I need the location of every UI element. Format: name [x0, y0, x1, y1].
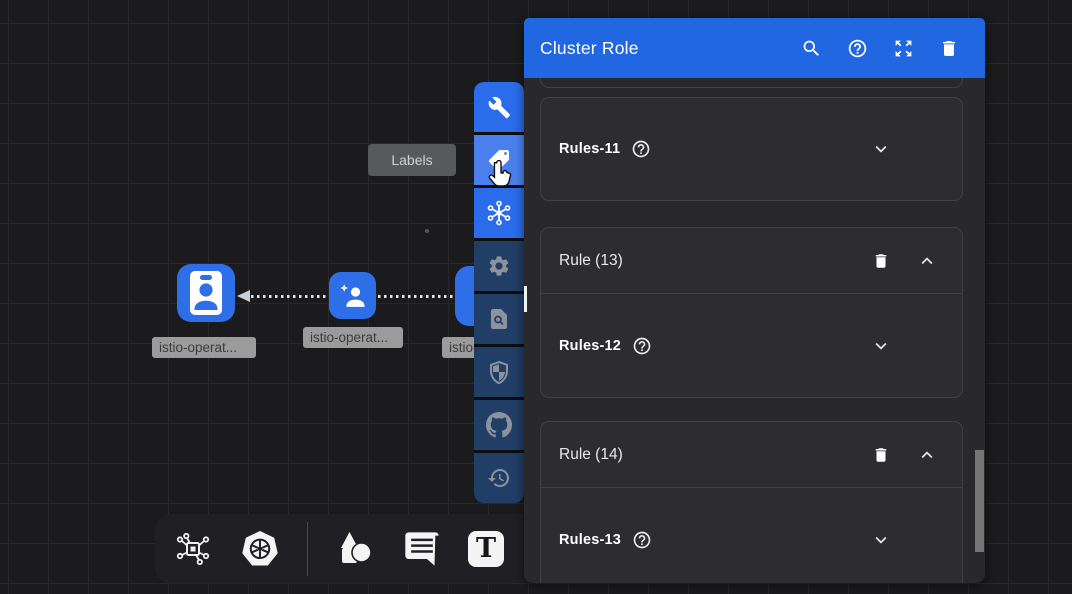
edge-node3-node2[interactable]	[378, 295, 456, 298]
trash-icon	[875, 447, 887, 462]
github-tool-button[interactable]	[474, 400, 524, 450]
settings-gear-icon	[489, 256, 509, 276]
history-tool-button[interactable]	[474, 453, 524, 503]
kubernetes-tool-button[interactable]	[239, 528, 281, 570]
trash-icon	[943, 40, 955, 56]
search-button[interactable]	[801, 38, 822, 59]
rule-13-header[interactable]: Rule (13)	[541, 228, 962, 294]
user-star-icon	[339, 283, 364, 307]
id-badge-icon	[190, 271, 222, 315]
panel-content: Rules-11 Rule (13)	[524, 78, 985, 583]
shield-icon	[490, 360, 508, 384]
rules-label: Rules-11	[559, 141, 621, 157]
rule-13-card: Rule (13) Rules-12	[540, 227, 963, 398]
text-tool-button[interactable]: T	[468, 530, 504, 567]
history-icon	[488, 469, 509, 487]
rules-label: Rules-12	[559, 338, 622, 354]
shapes-icon	[341, 531, 372, 563]
settings-tool-button[interactable]	[474, 241, 524, 291]
shapes-tool-button[interactable]	[334, 528, 376, 570]
panel-title: Cluster Role	[540, 37, 639, 58]
shield-tool-button[interactable]	[474, 347, 524, 397]
rules-label: Rules-13	[559, 532, 622, 548]
chevron-down-icon[interactable]	[870, 138, 892, 160]
delete-panel-button[interactable]	[939, 38, 959, 59]
search-icon	[803, 40, 819, 56]
panel-header: Cluster Role	[524, 18, 985, 78]
text-tool-icon: T	[468, 530, 504, 567]
rule-title: Rule (13)	[559, 251, 623, 269]
doc-search-tool-button[interactable]	[474, 294, 524, 344]
panel-left-scrollbar-thumb[interactable]	[524, 286, 527, 312]
wrench-icon	[488, 96, 510, 119]
toolbar-divider	[307, 521, 308, 576]
rule-14-header[interactable]: Rule (14)	[541, 422, 962, 488]
edge-node2-node1[interactable]	[251, 295, 330, 298]
rule-14-card: Rule (14) Rules-13	[540, 421, 963, 583]
rule-title: Rule (14)	[559, 445, 623, 463]
partial-card	[540, 78, 963, 88]
hand-cursor	[487, 159, 514, 198]
doc-search-icon	[491, 309, 507, 329]
node-istio-operator-1[interactable]	[177, 264, 235, 322]
network-tool-button[interactable]	[173, 529, 213, 569]
chevron-down-icon[interactable]	[870, 335, 892, 357]
chevron-up-icon[interactable]	[916, 250, 938, 272]
help-icon[interactable]	[631, 139, 651, 159]
rules-13-accordion[interactable]: Rules-13	[541, 529, 962, 551]
cluster-role-panel: Cluster Role	[524, 18, 985, 583]
comment-icon	[405, 531, 439, 566]
edge-handle-dot	[425, 229, 429, 233]
rules-11-accordion[interactable]: Rules-11	[541, 138, 962, 160]
trash-icon	[875, 253, 887, 268]
mesh-tool-button[interactable]	[474, 188, 524, 238]
github-icon	[486, 412, 512, 438]
wrench-tool-button[interactable]	[474, 82, 524, 132]
rules-11-card: Rules-11	[540, 97, 963, 201]
comment-tool-button[interactable]	[402, 529, 442, 569]
kubernetes-icon	[242, 530, 278, 565]
panel-scrollbar-thumb[interactable]	[975, 450, 984, 552]
delete-rule-button[interactable]	[872, 251, 890, 271]
bottom-toolbar: T	[155, 514, 540, 583]
help-icon[interactable]	[632, 336, 652, 356]
chevron-up-icon[interactable]	[916, 444, 938, 466]
node-label: istio-operat...	[152, 337, 256, 358]
pointer-hand-icon	[488, 159, 512, 187]
node-label: istio-operat...	[303, 327, 403, 348]
expand-icon	[895, 40, 912, 56]
help-icon	[848, 39, 867, 57]
help-button[interactable]	[847, 38, 868, 59]
chevron-down-icon[interactable]	[870, 529, 892, 551]
mesh-hub-icon	[487, 200, 511, 226]
edge-arrowhead	[237, 290, 250, 302]
delete-rule-button[interactable]	[872, 445, 890, 465]
node-istio-operator-2[interactable]	[329, 272, 376, 319]
network-icon	[176, 532, 210, 565]
expand-button[interactable]	[893, 38, 914, 59]
help-icon[interactable]	[632, 530, 652, 550]
labels-tooltip: Labels	[368, 144, 456, 176]
rules-12-accordion[interactable]: Rules-12	[541, 335, 962, 357]
side-toolbar	[474, 82, 524, 503]
